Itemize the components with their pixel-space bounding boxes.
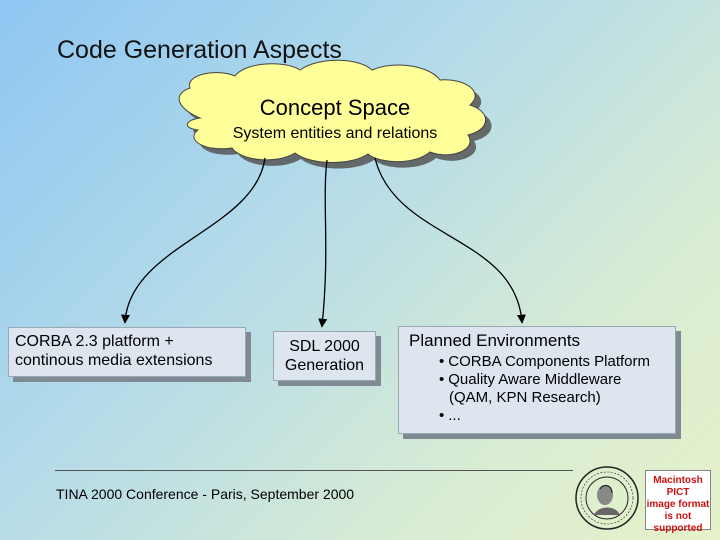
university-seal-icon [575,466,639,530]
footer-text: TINA 2000 Conference - Paris, September … [56,486,355,502]
list-item: •Quality Aware Middleware (QAM, KPN Rese… [439,371,665,407]
list-item-text: ... [448,407,461,424]
list-item: •... [439,407,665,425]
bullet-icon: • [439,353,445,370]
planned-environments-box: Planned Environments •CORBA Components P… [398,326,676,434]
pict-line-3: is not supported [653,511,703,534]
arrow-to-corba [120,157,266,324]
cloud-title: Concept Space [259,95,411,120]
unsupported-image-placeholder: Macintosh PICT image format is not suppo… [645,470,711,534]
corba-box: CORBA 2.3 platform + continous media ext… [8,327,246,377]
bullet-icon: • [439,407,445,424]
pict-line-2: image format [646,499,710,510]
arrow-to-sdl [318,159,328,328]
corba-line-1: CORBA 2.3 platform + [15,333,174,350]
list-item-text: Quality Aware Middleware [448,371,622,388]
sdl-line-1: SDL 2000 [289,338,360,355]
corba-line-2: continous media extensions [15,352,213,369]
cloud-subtitle: System entities and relations [232,125,438,142]
list-item-continuation: (QAM, KPN Research) [449,389,601,406]
sdl-box: SDL 2000 Generation [273,331,376,381]
arrow-to-planned [374,157,526,324]
list-item-text: CORBA Components Platform [448,353,651,370]
cloud-shape [178,59,486,163]
pict-line-1: Macintosh PICT [653,475,703,498]
planned-heading: Planned Environments [409,331,581,350]
planned-list: •CORBA Components Platform •Quality Awar… [439,353,665,425]
slide-title: Code Generation Aspects [57,36,342,64]
footer-divider [55,470,573,471]
sdl-line-2: Generation [284,357,365,374]
bullet-icon: • [439,371,445,388]
list-item: •CORBA Components Platform [439,353,665,371]
